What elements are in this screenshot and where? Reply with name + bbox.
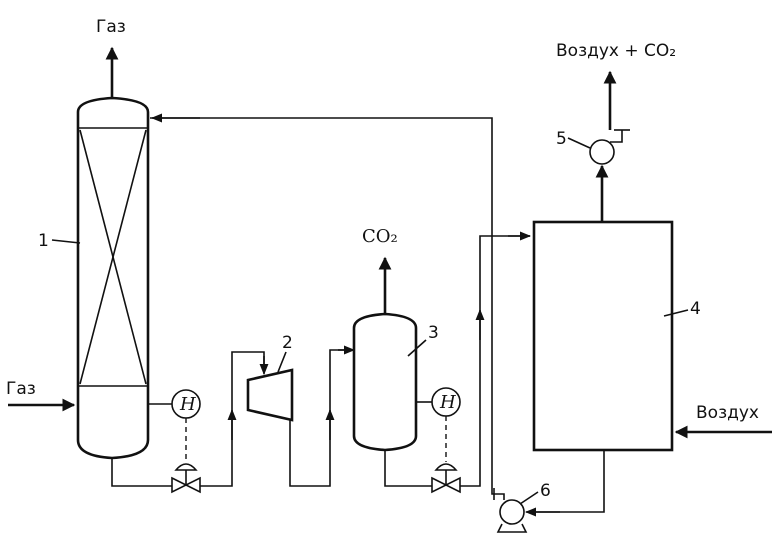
regenerator-4 [532, 220, 674, 452]
label-4: 4 [690, 299, 701, 319]
air-in-label: Воздух [696, 403, 759, 423]
leader-2 [277, 351, 287, 373]
expander-2 [246, 368, 294, 422]
column-1-bottoms [111, 458, 172, 487]
control-valve-2 [431, 463, 461, 494]
desorber-bottoms [384, 450, 432, 487]
label-5: 5 [556, 129, 567, 149]
leader-5 [567, 137, 591, 149]
leader-3 [407, 339, 427, 357]
level-controller-1-label: H [179, 394, 196, 415]
label-6: 6 [540, 481, 551, 501]
leader-4 [663, 309, 689, 317]
absorber-column-1 [76, 96, 150, 460]
pump-6 [493, 488, 528, 533]
leader-1 [51, 239, 81, 244]
leader-6 [519, 491, 539, 505]
gas-in-label: Газ [6, 379, 36, 399]
level-controller-2-label: H [439, 392, 456, 413]
line-to-desorber [289, 349, 352, 487]
co2-label: CO₂ [362, 226, 398, 247]
lean-solution-return [150, 117, 494, 495]
label-1: 1 [38, 231, 49, 251]
air-co2-label: Воздух + CO₂ [556, 41, 676, 61]
gas-out-label: Газ [96, 17, 126, 37]
label-2: 2 [282, 333, 293, 353]
line-to-regenerator [460, 235, 530, 487]
fan-5 [589, 129, 630, 165]
control-valve-1 [171, 463, 201, 494]
label-3: 3 [428, 323, 439, 343]
desorber-3 [352, 312, 418, 452]
